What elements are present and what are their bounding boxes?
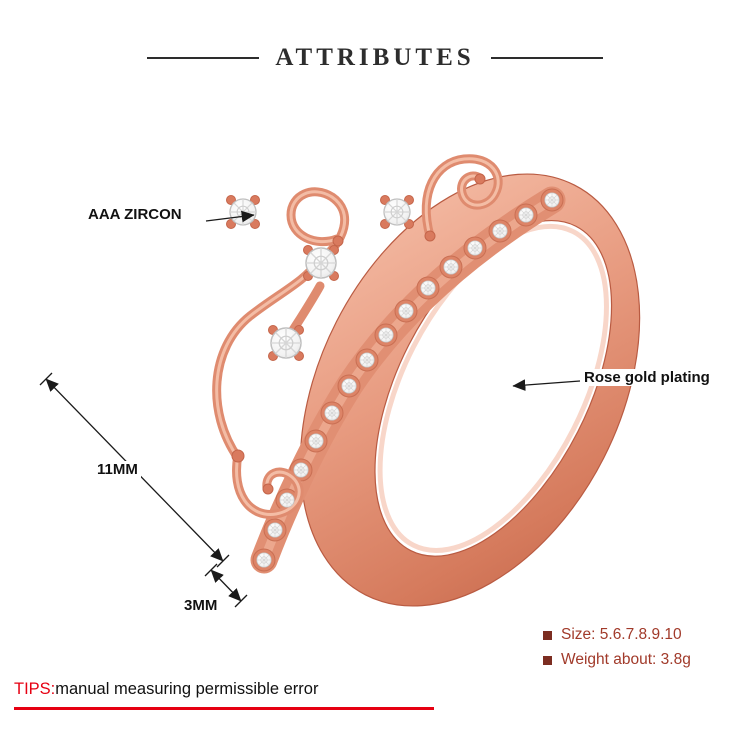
spec-size-text: Size: 5.6.7.8.9.10 [561,626,682,643]
spec-row-size: Size: 5.6.7.8.9.10 [543,626,691,644]
dim-11mm-label: 11MM [94,461,141,478]
tips-line: TIPS:manual measuring permissible error [14,680,318,699]
red-divider-bar [14,707,434,710]
zircon-label: AAA ZIRCON [86,206,184,223]
title-rule-right [490,57,603,59]
spec-list: Size: 5.6.7.8.9.10 Weight about: 3.8g [543,626,691,669]
dim-line-3mm [204,563,248,608]
dim-3mm-label: 3MM [181,597,221,614]
page-title: ATTRIBUTES [275,44,475,71]
zircon-arrow [205,210,255,223]
bullet-square-icon [543,655,552,665]
spec-weight-text: Weight about: 3.8g [561,651,691,668]
title-rule-left [147,57,260,59]
spec-row-weight: Weight about: 3.8g [543,651,691,669]
header: ATTRIBUTES [0,44,750,72]
plating-label: Rose gold plating [582,369,712,386]
bullet-square-icon [543,630,552,640]
plating-arrow [512,379,581,391]
tips-label: TIPS: [14,680,56,698]
tips-text: manual measuring permissible error [55,680,319,698]
